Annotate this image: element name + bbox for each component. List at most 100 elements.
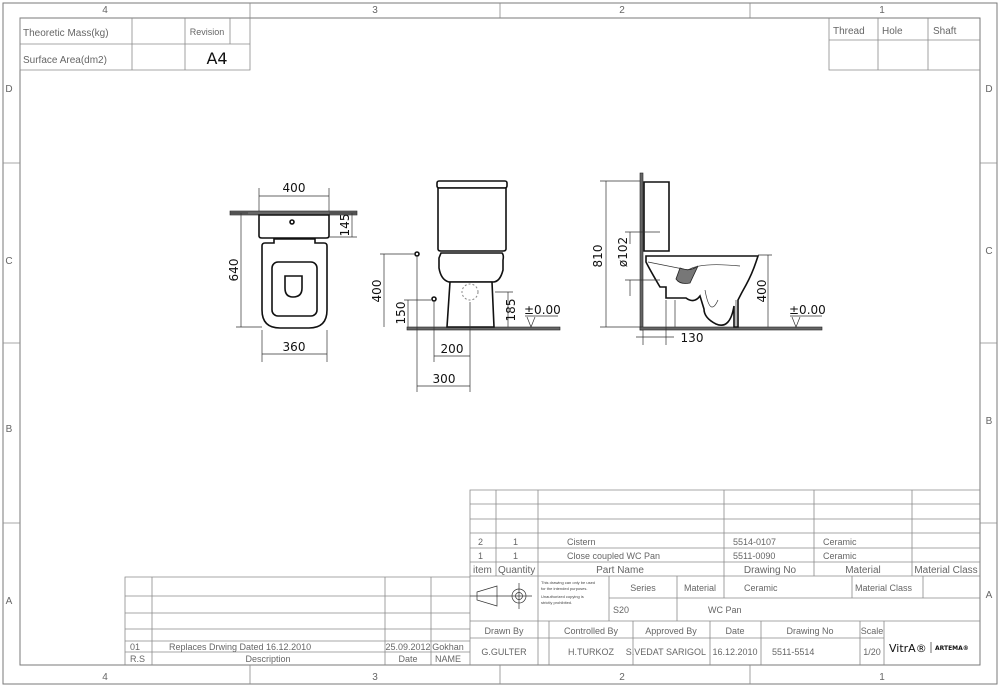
header-quantity: Quantity (498, 565, 535, 576)
zone-col-label: 3 (372, 5, 378, 16)
zone-col-label: 3 (372, 672, 378, 683)
product-name: WC Pan (708, 605, 742, 615)
header-item: item (473, 565, 492, 576)
disclaimer-line: for the intended purposes. (541, 586, 587, 591)
title-block: This drawing can only be used for the in… (470, 576, 980, 665)
scale-label: Scale (861, 626, 884, 636)
zone-col-label: 1 (879, 5, 885, 16)
dim-side-total-height: 810 (591, 245, 605, 268)
side-view: 810 ø102 400 ±0.00 130 (591, 172, 826, 345)
zone-row-label: C (5, 256, 12, 267)
revision-description: Replaces Drwing Dated 16.12.2010 (169, 642, 311, 652)
part-material: Ceramic (823, 537, 857, 547)
dim-plan-width: 400 (283, 181, 306, 195)
dim-side-outlet-diameter: ø102 (616, 237, 630, 267)
dim-plan-cistern: 145 (338, 214, 352, 237)
supply-point (414, 251, 420, 257)
header-rs: R.S (130, 654, 145, 664)
part-item: 2 (478, 537, 483, 547)
artema-logo: ARTEMA® (935, 645, 969, 652)
mass-revision-table: Theoretic Mass(kg) Surface Area(dm2) Rev… (19, 18, 251, 71)
plan-view: 400 640 145 360 (227, 181, 358, 362)
front-view: 400 150 185 ±0.00 200 300 (370, 180, 561, 392)
hole-label: Hole (882, 26, 903, 37)
bowl-rim (438, 252, 505, 283)
zone-column-labels: 4 3 2 1 4 3 2 1 (102, 5, 885, 683)
header-drawing-no: Drawing No (744, 565, 797, 576)
drawing-no-label: Drawing No (786, 626, 833, 636)
series-label: Series (630, 583, 656, 593)
surface-area-label: Surface Area(dm2) (23, 55, 107, 66)
revision-table: 01 Replaces Drwing Dated 16.12.2010 25.0… (124, 576, 470, 665)
drawing-no-value: 5511-5514 (772, 647, 814, 657)
dim-front-outlet-height: 185 (504, 299, 518, 322)
zone-col-label: 4 (102, 5, 108, 16)
series-value: S20 (613, 605, 629, 615)
date-label: Date (725, 626, 744, 636)
dim-front-height: 400 (370, 280, 384, 303)
approved-by-label: Approved By (645, 626, 697, 636)
outlet-dashed-circle (461, 283, 479, 301)
drawn-by-value: G.GULTER (481, 647, 527, 657)
zone-col-label: 1 (879, 672, 885, 683)
part-name: Close coupled WC Pan (567, 551, 660, 561)
header-material: Material (845, 565, 881, 576)
zone-row-label: B (986, 416, 993, 427)
zone-ticks (3, 3, 997, 684)
part-name: Cistern (567, 537, 596, 547)
bowl-side (645, 255, 760, 328)
revision-rs: 01 (130, 642, 140, 652)
date-value: 16.12.2010 (712, 647, 757, 657)
dim-side-wall-distance: 130 (681, 331, 704, 345)
material-label: Material (684, 583, 716, 593)
bowl-opening (284, 275, 303, 298)
cistern-body (437, 187, 507, 252)
zone-row-label: A (986, 590, 993, 601)
revision-name: Gokhan (432, 642, 464, 652)
dim-front-inlet-offset: 200 (441, 342, 464, 356)
disclaimer-line: strictly prohibited. (541, 600, 572, 605)
theoretic-mass-label: Theoretic Mass(kg) (23, 28, 109, 39)
flush-button-icon (289, 219, 295, 225)
revision-value: A4 (206, 49, 227, 68)
zone-row-labels: D C B A D C B A (5, 84, 992, 607)
part-material: Ceramic (823, 551, 857, 561)
disclaimer-line: This drawing can only be used (541, 580, 595, 585)
approved-by-value: S.VEDAT SARIGOL (626, 647, 706, 657)
part-drawing-no: 5511-0090 (733, 551, 775, 561)
header-material-class: Material Class (914, 565, 977, 576)
disclaimer-line: Unauthorized copying is (541, 594, 584, 599)
part-quantity: 1 (513, 551, 518, 561)
material-class-label: Material Class (855, 583, 913, 593)
zone-row-label: C (985, 246, 992, 257)
header-name: NAME (435, 654, 461, 664)
cistern-top (258, 214, 330, 239)
drawn-by-label: Drawn By (484, 626, 524, 636)
vitra-logo: VitrA® (889, 642, 927, 655)
dim-front-level: ±0.00 (524, 303, 561, 317)
thread-hole-shaft-table: Thread Hole Shaft (828, 18, 980, 71)
dim-front-supply-offset: 300 (433, 372, 456, 386)
zone-row-label: B (6, 424, 13, 435)
zone-col-label: 4 (102, 672, 108, 683)
parts-list: 2 1 Cistern 5514-0107 Ceramic 1 1 Close … (469, 489, 980, 665)
part-drawing-no: 5514-0107 (733, 537, 776, 547)
zone-col-label: 2 (619, 672, 625, 683)
floor-section (639, 326, 823, 331)
zone-col-label: 2 (619, 5, 625, 16)
dim-plan-seat-width: 360 (283, 340, 306, 354)
revision-date: 25.09.2012 (385, 642, 430, 652)
dim-plan-depth: 640 (227, 259, 241, 282)
dim-front-inlet-height: 150 (394, 302, 408, 325)
header-part-name: Part Name (596, 565, 644, 576)
header-date: Date (398, 654, 417, 664)
controlled-by-value: H.TURKOZ (568, 647, 615, 657)
controlled-by-label: Controlled By (564, 626, 619, 636)
wall-section (639, 172, 644, 331)
cistern-side (643, 181, 670, 252)
header-description: Description (245, 654, 290, 664)
scale-value: 1/20 (863, 647, 881, 657)
thread-label: Thread (833, 26, 865, 37)
zone-row-label: D (5, 84, 12, 95)
